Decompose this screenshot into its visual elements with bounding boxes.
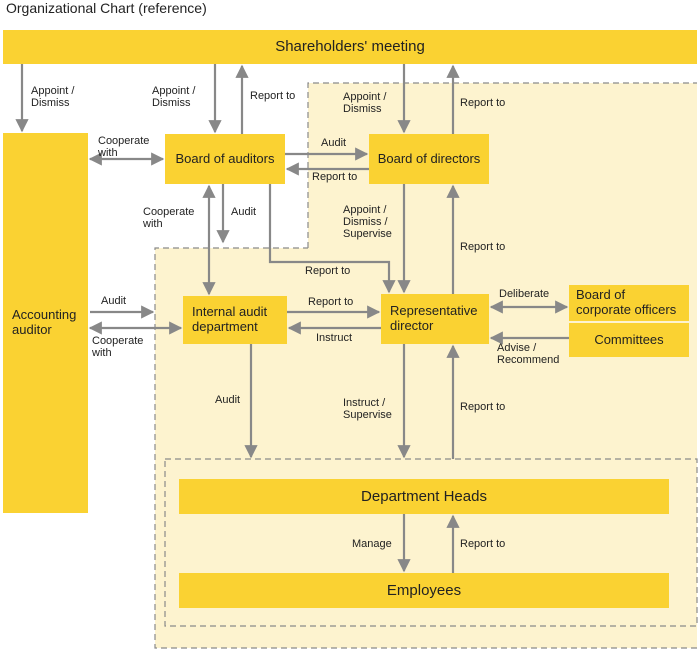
label-appoint-directors: Appoint / Dismiss — [343, 91, 387, 116]
label-directors-report: Report to — [460, 97, 506, 109]
label-manage: Manage — [352, 538, 392, 550]
label-instruct-departments: Instruct / Supervise — [343, 397, 392, 422]
label-advise: Advise / Recommend — [497, 342, 560, 367]
label-deliberate: Deliberate — [499, 288, 550, 300]
board-of-auditors-box: Board of auditors — [165, 134, 285, 184]
label-audit-internal: Audit — [231, 206, 257, 218]
label-auditors-report: Report to — [250, 90, 296, 102]
committees-box: Committees — [569, 323, 689, 357]
label-audit-departments: Audit — [215, 394, 241, 406]
label-cooperate-bottom: Cooperate with — [92, 335, 144, 360]
label-audit-directors: Audit — [321, 137, 347, 149]
label-departments-report: Report to — [460, 401, 506, 413]
internal-audit-box: Internal audit department — [183, 296, 287, 344]
shareholders-meeting-box: Shareholders' meeting — [3, 30, 697, 64]
label-instruct-internal: Instruct — [316, 332, 353, 344]
label-internal-report: Report to — [308, 296, 354, 308]
employees-box: Employees — [179, 573, 669, 608]
chart-title: Organizational Chart (reference) — [6, 0, 207, 16]
label-report-auditors: Report to — [312, 171, 358, 183]
label-employees-report: Report to — [460, 538, 506, 550]
board-of-corporate-officers-box: Board of corporate officers — [569, 285, 689, 321]
accounting-auditor-box: Accounting auditor — [3, 133, 88, 513]
board-of-directors-box: Board of directors — [369, 134, 489, 184]
label-appoint-accounting: Appoint / Dismiss — [31, 85, 75, 110]
label-rep-report-directors: Report to — [460, 241, 506, 253]
label-report-rep: Report to — [305, 265, 351, 277]
label-audit-accounting: Audit — [101, 295, 127, 307]
department-heads-box: Department Heads — [179, 479, 669, 514]
label-cooperate-internal: Cooperate with — [143, 206, 195, 231]
label-appoint-supervise: Appoint / Dismiss / Supervise — [343, 204, 392, 241]
representative-director-box: Representative director — [381, 294, 489, 344]
label-appoint-auditors: Appoint / Dismiss — [152, 85, 196, 110]
label-cooperate-top: Cooperate with — [98, 135, 150, 160]
